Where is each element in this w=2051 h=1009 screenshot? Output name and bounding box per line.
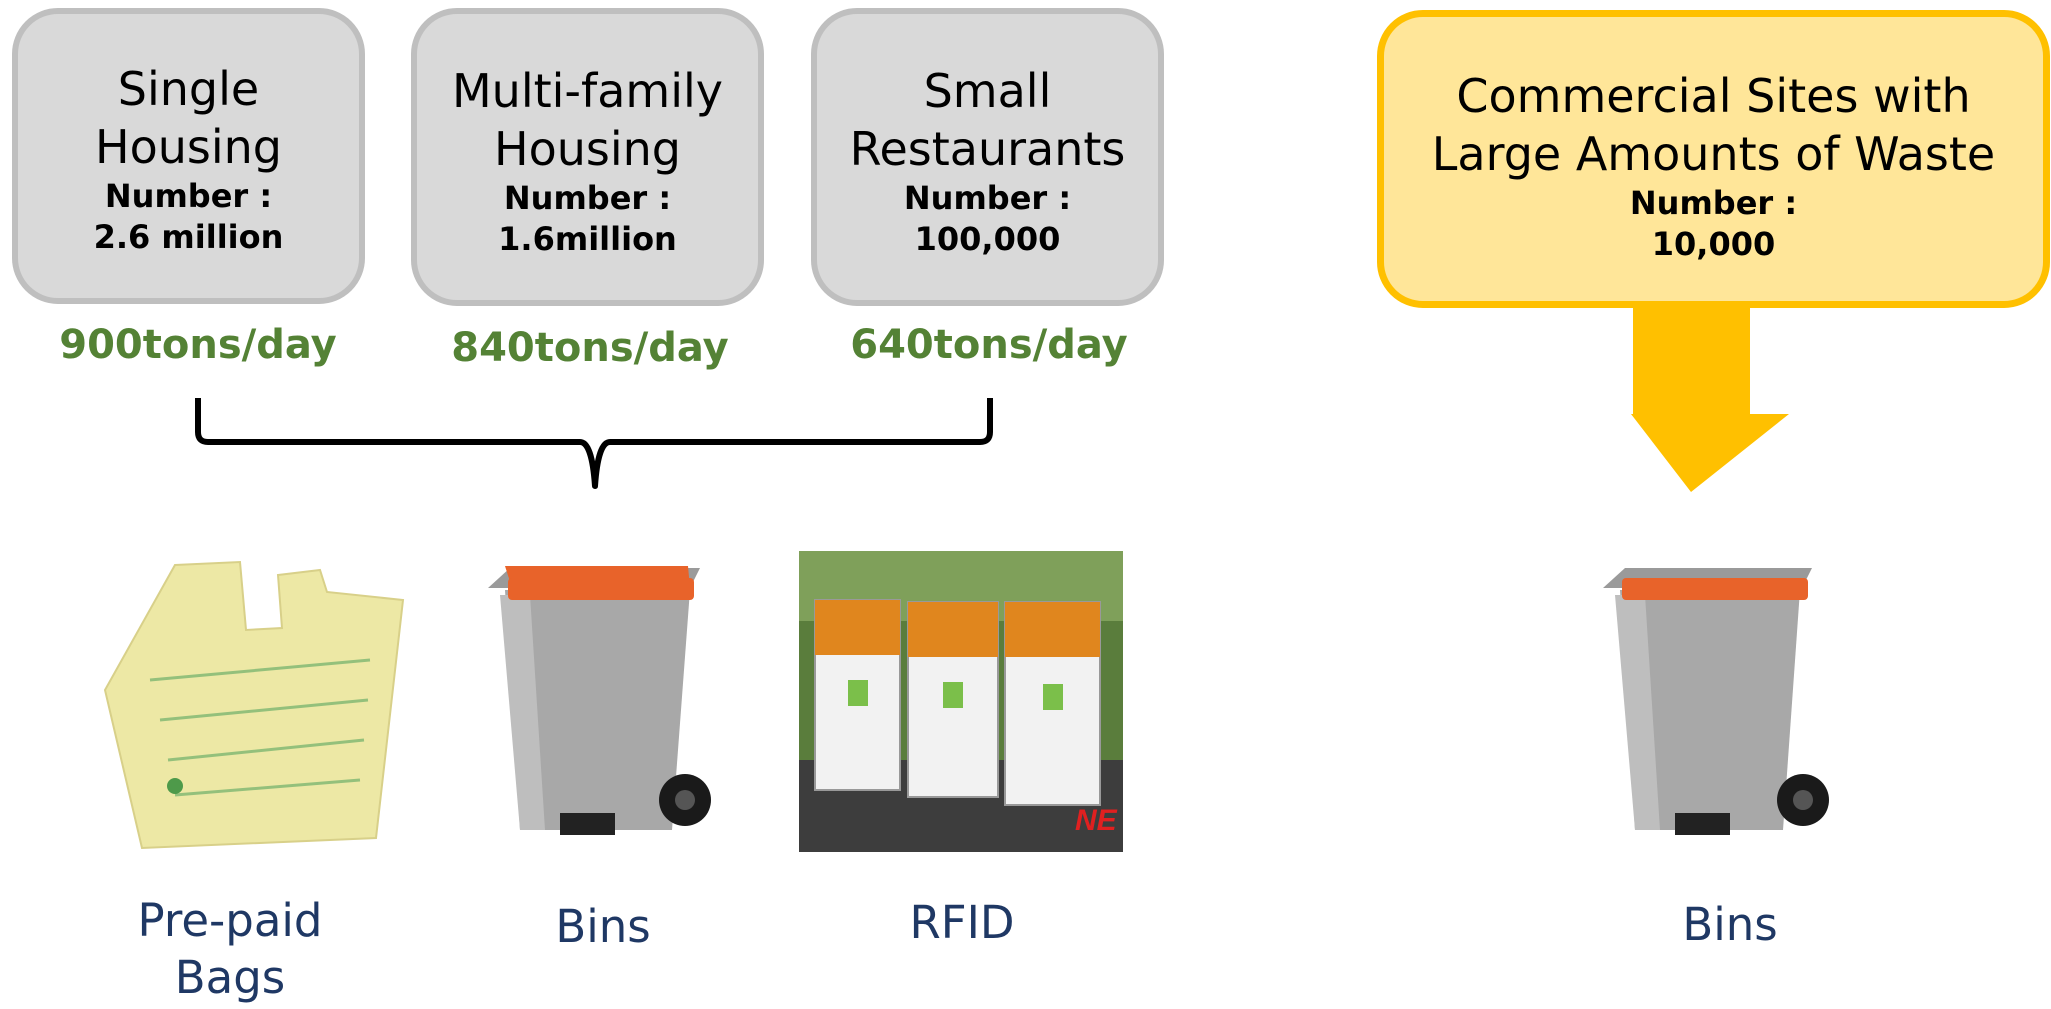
box-title: Single [117,62,260,116]
multi-family-box: Multi-family Housing Number : 1.6million [411,8,764,306]
box-title: Large Amounts of Waste [1431,127,1996,181]
number-value: 1.6million [498,220,677,258]
bin-image [488,566,711,835]
box-title: Commercial Sites with [1456,69,1971,123]
box-title: Small [923,64,1052,118]
grouping-bracket [195,398,993,489]
commercial-bin-image [1603,568,1829,835]
number-label: Number : [503,179,672,217]
svg-text:NE: NE [1075,804,1118,837]
number-value: 100,000 [914,220,1061,258]
number-value: 2.6 million [93,218,284,256]
number-label: Number : [903,179,1072,217]
commercial-sites-box: Commercial Sites with Large Amounts of W… [1377,10,2050,308]
prepaid-bag-image [103,560,405,850]
number-label: Number : [1629,184,1798,222]
commercial-bins-label: Bins [1682,898,1778,951]
tons-per-day: 840tons/day [451,325,729,371]
bins-label: Bins [555,900,651,953]
rfid-label: RFID [909,896,1015,949]
box-title: Housing [494,122,681,176]
number-label: Number : [104,177,273,215]
prepaid-bags-label: Pre-paid Bags [137,894,323,1004]
box-title: Restaurants [849,122,1126,176]
small-restaurants-box: Small Restaurants Number : 100,000 [811,8,1164,306]
down-arrow-icon [1631,306,1789,492]
tons-per-day: 640tons/day [850,322,1128,368]
single-housing-box: Single Housing Number : 2.6 million [12,8,365,304]
number-value: 10,000 [1651,225,1776,263]
box-title: Housing [95,120,282,174]
tons-per-day: 900tons/day [59,322,337,368]
box-title: Multi-family [451,64,723,118]
rfid-photo: NE [799,551,1123,852]
